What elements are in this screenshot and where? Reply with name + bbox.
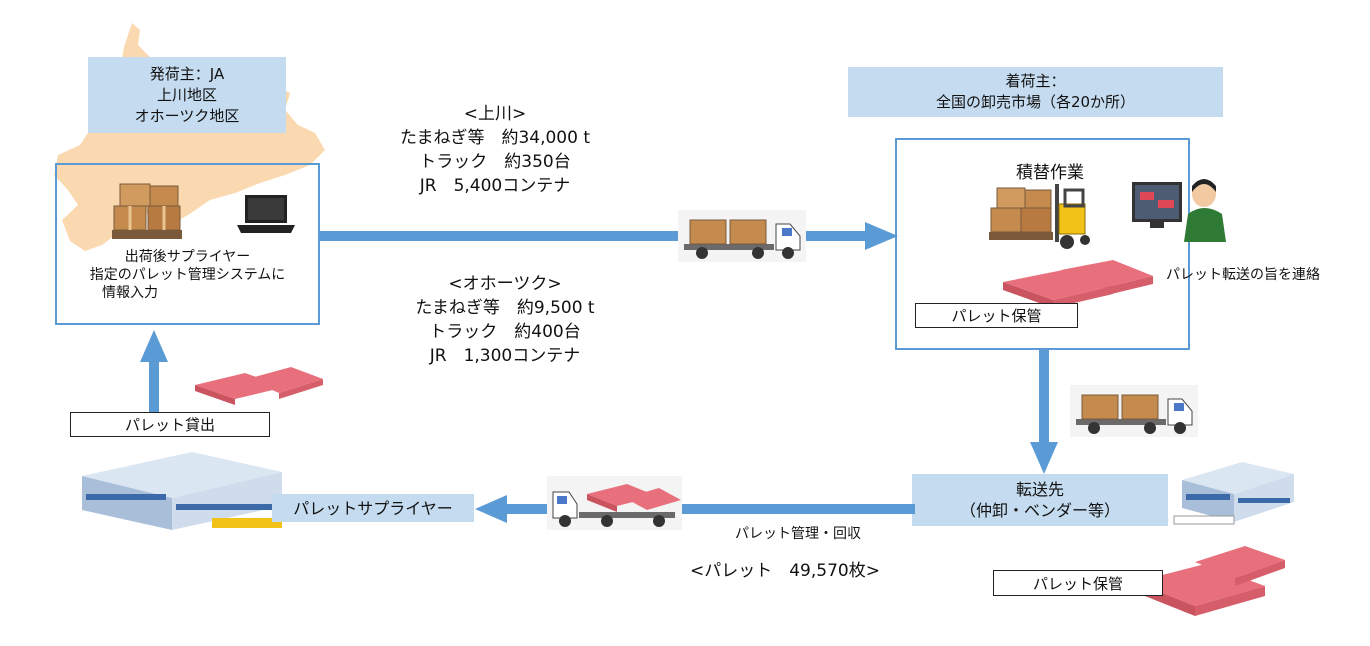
consignee-line-2: 全国の卸売市場（各20か所）: [935, 93, 1136, 111]
pallet-stack-icon-3: [195, 367, 323, 405]
laptop-icon: [237, 195, 295, 233]
route-kamikawa-jr: JR 5,400コンテナ: [419, 176, 571, 196]
shipper-box: [55, 163, 320, 325]
transshipment-title: 積替作業: [1016, 163, 1084, 183]
cardboard-boxes-icon: [112, 183, 182, 239]
transfer-line-2: （仲卸・ベンダー等）: [959, 501, 1120, 520]
shipper-box-text: 出荷後サプライヤー 指定のパレット管理システムに 情報入力: [60, 248, 315, 302]
truck-icon-2: [1070, 385, 1198, 437]
route-kamikawa: <上川> たまねぎ等 約34,000 t トラック 約350台 JR 5,400…: [370, 102, 620, 198]
shipper-line-2: 上川地区: [156, 85, 217, 104]
shipment-arrow: [320, 222, 898, 250]
pallet-count-text: <パレット 49,570枚>: [690, 561, 880, 581]
operator-icon: [1132, 179, 1226, 242]
pallet-stack-icon-2: [1135, 546, 1285, 616]
route-kamikawa-volume: たまねぎ等 約34,000 t: [399, 128, 591, 148]
route-okhotsk-title: <オホーツク>: [448, 274, 562, 294]
route-kamikawa-trucks: トラック 約350台: [419, 152, 571, 172]
pallet-lending-tag: パレット貸出: [70, 412, 270, 437]
pallet-truck-icon: [547, 476, 682, 530]
transfer-line-1: 転送先: [1015, 480, 1064, 499]
consignee-label: 着荷主： 全国の卸売市場（各20か所）: [848, 67, 1223, 117]
transfer-pallet-storage: パレット保管: [993, 570, 1163, 596]
consignee-pallet-storage: パレット保管: [915, 303, 1078, 328]
pallet-supplier-label: パレットサプライヤー: [272, 494, 474, 522]
consignee-box: [895, 138, 1190, 350]
return-arrow: [475, 495, 915, 523]
route-okhotsk-jr: JR 1,300コンテナ: [429, 346, 581, 366]
pallet-stack-icon: [1003, 260, 1153, 308]
route-kamikawa-title: <上川>: [463, 104, 527, 124]
truck-icon: [678, 210, 806, 262]
shipper-box-line-1: 出荷後サプライヤー: [124, 249, 251, 265]
lending-arrow-up: [140, 330, 168, 415]
transfer-destination-label: 転送先 （仲卸・ベンダー等）: [912, 474, 1168, 526]
route-okhotsk: <オホーツク> たまねぎ等 約9,500 t トラック 約400台 JR 1,3…: [380, 272, 630, 368]
warehouse-icon-right: [1173, 462, 1294, 525]
consignee-line-1: 着荷主：: [1005, 72, 1066, 90]
route-okhotsk-trucks: トラック 約400台: [429, 322, 581, 342]
shipper-line-3: オホーツク地区: [134, 106, 240, 125]
notify-text: パレット転送の旨を連絡: [1166, 267, 1320, 283]
warehouse-icon-left: [82, 452, 282, 530]
shipper-line-1: 発荷主：JA: [149, 64, 225, 83]
shipper-box-line-2: 指定のパレット管理システムに: [89, 267, 286, 283]
forklift-icon: [989, 184, 1090, 249]
route-okhotsk-volume: たまねぎ等 約9,500 t: [415, 298, 595, 318]
shipper-box-line-3: 情報入力: [102, 285, 158, 301]
shipper-label: 発荷主：JA 上川地区 オホーツク地区: [88, 57, 286, 133]
pallet-management-text: パレット管理・回収: [735, 526, 861, 542]
transfer-arrow-down: [1030, 350, 1058, 474]
